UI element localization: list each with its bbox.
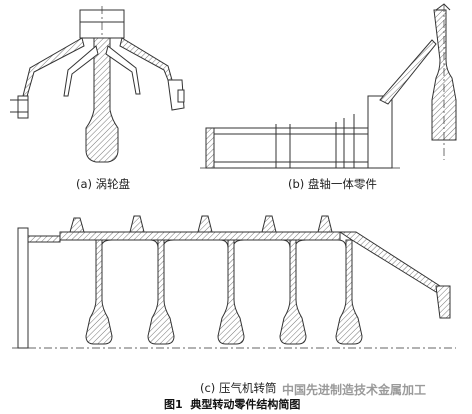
panel-b-caption: (b) 盘轴一体零件: [288, 177, 377, 191]
watermark-text: 中国先进制造技术金属加工: [282, 383, 427, 397]
compressor-drum-drawing: [12, 215, 456, 349]
figure-label: 图1: [164, 398, 183, 411]
figure-caption: 图1 典型转动零件结构简图: [164, 396, 300, 412]
panel-c-caption: (c) 压气机转筒: [200, 381, 277, 395]
turbine-disk-drawing: [10, 6, 185, 163]
panel-a-caption: (a) 涡轮盘: [76, 177, 131, 191]
disk-shaft-drawing: [200, 3, 457, 169]
figure-title: 典型转动零件结构简图: [190, 398, 301, 411]
